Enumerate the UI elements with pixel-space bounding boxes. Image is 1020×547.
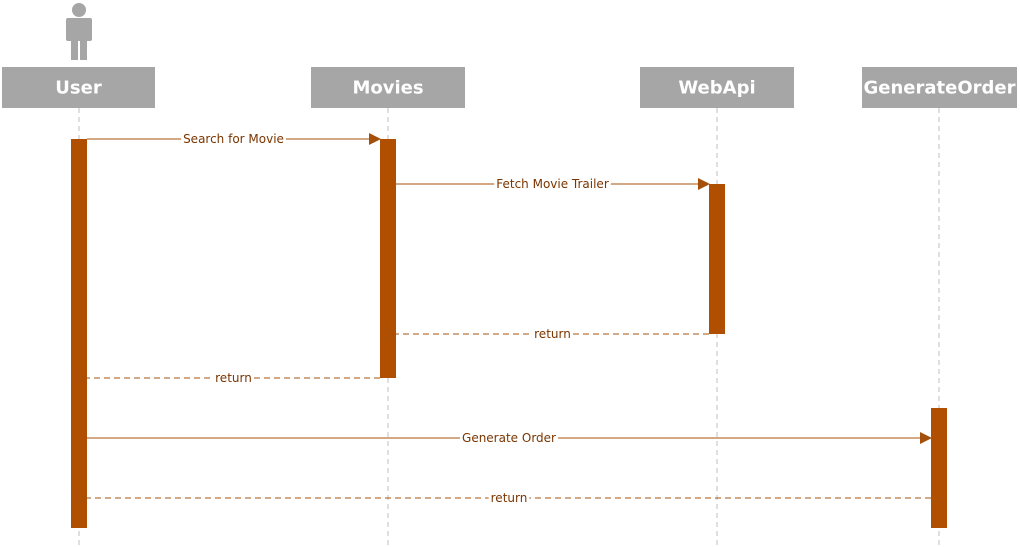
message-label-bg xyxy=(181,132,286,146)
participant-label-webapi: WebApi xyxy=(678,78,755,99)
lifelines xyxy=(78,108,940,545)
activation-bar-user xyxy=(71,139,87,528)
participant-header-movies xyxy=(311,67,465,108)
message-label-generate-order: Generate Order xyxy=(462,431,556,445)
participant-label-movies: Movies xyxy=(352,78,423,99)
participant-header-webapi xyxy=(640,67,794,108)
message-generate-order: Generate Order xyxy=(87,431,932,445)
message-label-bg xyxy=(494,177,611,191)
message-label-return-generate-order: return xyxy=(491,491,528,505)
message-return-generate-order: return xyxy=(87,491,931,505)
message-label-bg xyxy=(213,371,254,385)
activation-bar-generate-order xyxy=(931,408,947,528)
message-label-bg xyxy=(460,431,559,445)
message-fetch-movie-trailer: Fetch Movie Trailer xyxy=(396,177,710,191)
message-label-bg xyxy=(532,327,573,341)
person-icon xyxy=(66,3,92,60)
message-label-search-for-movie: Search for Movie xyxy=(183,132,284,146)
participant-label-generate-order: GenerateOrder xyxy=(864,78,1016,99)
message-search-for-movie: Search for Movie xyxy=(87,132,381,146)
participant-header-user xyxy=(2,67,155,108)
message-label-bg xyxy=(488,491,530,505)
participants: User Movies WebApi GenerateOrder xyxy=(2,67,1017,108)
participant-generate-order: GenerateOrder xyxy=(862,67,1017,108)
message-label-return-movies: return xyxy=(215,371,252,385)
message-label-return-webapi: return xyxy=(534,327,571,341)
participant-header-generate-order xyxy=(862,67,1017,108)
message-return-movies: return xyxy=(87,371,380,385)
participant-user: User xyxy=(2,67,155,108)
message-return-webapi: return xyxy=(396,327,709,341)
participant-webapi: WebApi xyxy=(640,67,794,108)
activation-bars xyxy=(71,139,947,528)
participant-label-user: User xyxy=(55,78,102,99)
activation-bar-webapi xyxy=(709,184,725,334)
message-label-fetch-movie-trailer: Fetch Movie Trailer xyxy=(496,177,609,191)
activation-bar-movies xyxy=(380,139,396,378)
participant-movies: Movies xyxy=(311,67,465,108)
